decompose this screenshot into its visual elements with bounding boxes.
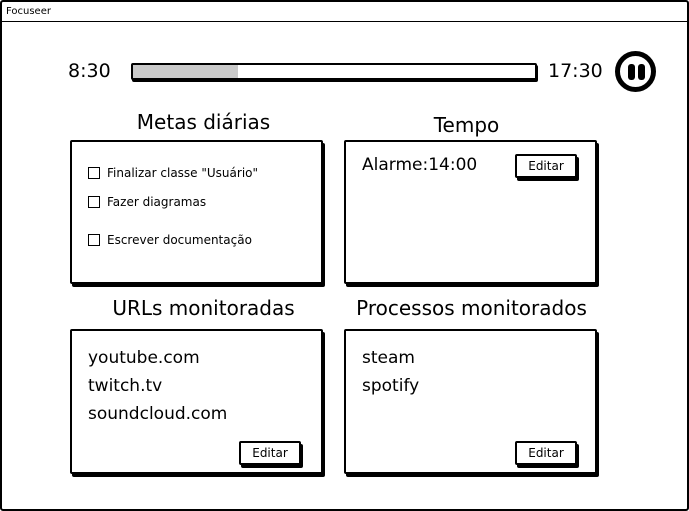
- time-title: Tempo: [433, 113, 500, 137]
- work-progress-bar: [131, 63, 537, 80]
- pause-button[interactable]: [615, 51, 656, 92]
- edit-urls-button[interactable]: Editar: [239, 441, 301, 465]
- processes-title: Processos monitorados: [356, 296, 587, 320]
- alarm-label: Alarme:: [362, 155, 429, 175]
- goal-item: Finalizar classe "Usuário": [88, 165, 258, 181]
- edit-alarm-button[interactable]: Editar: [515, 154, 577, 178]
- alarm-time: 14:00: [428, 155, 478, 175]
- alarm-display: Alarme: 14:00: [362, 154, 477, 176]
- time-panel: Alarme: 14:00 Editar: [344, 140, 597, 284]
- goal-label: Escrever documentação: [107, 233, 252, 247]
- goal-checkbox[interactable]: [88, 167, 100, 179]
- url-item: youtube.com: [88, 348, 200, 368]
- goal-checkbox[interactable]: [88, 196, 100, 208]
- progress-bar-fill: [133, 65, 238, 78]
- goal-item: Fazer diagramas: [88, 194, 206, 210]
- goals-title: Metas diárias: [136, 110, 271, 134]
- urls-panel: youtube.com twitch.tv soundcloud.com Edi…: [70, 329, 323, 474]
- url-item: twitch.tv: [88, 376, 163, 396]
- end-time: 17:30: [548, 60, 603, 82]
- url-item: soundcloud.com: [88, 404, 228, 424]
- urls-title: URLs monitoradas: [112, 296, 295, 320]
- process-item: spotify: [362, 376, 420, 396]
- process-item: steam: [362, 348, 415, 368]
- goal-item: Escrever documentação: [88, 232, 252, 248]
- goal-label: Finalizar classe "Usuário": [107, 166, 259, 180]
- goal-checkbox[interactable]: [88, 234, 100, 246]
- edit-processes-button[interactable]: Editar: [515, 441, 577, 465]
- window-title: Focuseer: [2, 2, 687, 22]
- processes-panel: steam spotify Editar: [344, 329, 597, 474]
- start-time: 8:30: [68, 60, 111, 82]
- goals-panel: Finalizar classe "Usuário" Fazer diagram…: [70, 140, 323, 284]
- goal-label: Fazer diagramas: [107, 195, 207, 209]
